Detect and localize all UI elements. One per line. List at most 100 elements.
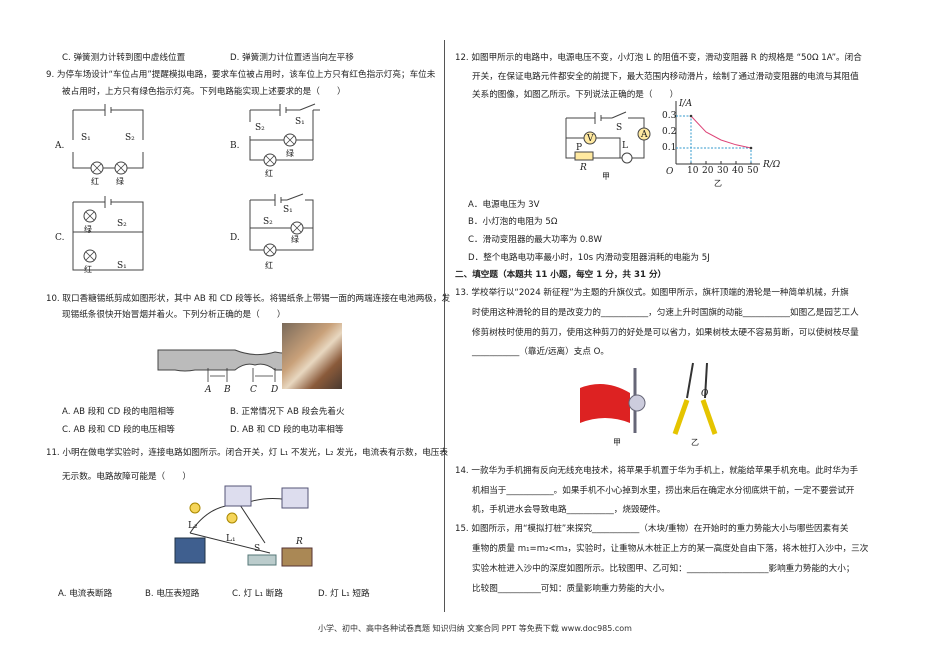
voltmeter-label: V <box>586 134 594 144</box>
q14-text-3: 机，手机进水会导致电路___________，烧毁硬件。 <box>472 505 666 515</box>
switch-label: S <box>616 123 622 133</box>
ammeter-label: A <box>640 130 648 140</box>
q13-text-1: 13. 学校举行以“2024 新征程”为主题的升旗仪式。如图甲所示，旗杆顶端的滑… <box>455 288 849 298</box>
q14-text-1: 14. 一款华为手机拥有反向无线充电技术，将苹果手机置于华为手机上，就能给苹果手… <box>455 466 859 476</box>
lamp-label: L <box>622 141 628 151</box>
y-tick-label: 0.2 <box>662 127 676 137</box>
q11-text-1: 11. 小明在做电学实验时，连接电路如图所示。闭合开关，灯 L₁ 不发光，L₂ … <box>46 448 448 458</box>
q10-option-a: A. AB 段和 CD 段的电阻相等 <box>62 407 175 417</box>
q8-option-c: C. 弹簧测力计转到图中虚线位置 <box>62 53 186 63</box>
data-point <box>689 114 693 118</box>
q12-text-1: 12. 如图甲所示的电路中，电源电压不变，小灯泡 L 的阻值不变，滑动变阻器 R… <box>455 53 862 63</box>
slider-label: P <box>576 143 582 153</box>
q12-option-d: D．整个电路电功率最小时，10s 内滑动变阻器消耗的电能为 5J <box>468 253 710 263</box>
q13-flag-and-shears-figure: O 甲 乙 <box>580 362 718 447</box>
resistor-label-r: R <box>295 537 303 547</box>
x-tick-label: 40 <box>732 166 744 176</box>
q9-text-1: 9. 为停车场设计“车位占用”提醒模拟电路，要求车位被占用时，该车位上方只有红色… <box>46 70 436 80</box>
column-divider <box>444 40 445 612</box>
q11-option-a: A. 电流表断路 <box>58 589 113 599</box>
switch-label-s: S <box>254 544 260 554</box>
data-point <box>749 146 753 150</box>
q9-label-d: D. <box>230 233 240 243</box>
lamp-label: 绿 <box>286 149 294 158</box>
figure-caption-jia: 甲 <box>613 438 621 447</box>
q11-option-c: C. 灯 L₁ 断路 <box>232 589 283 599</box>
q13-text-3: 修剪树枝时使用的剪刀，使用这种剪刀的好处是可以省力，如果树枝太硬不容易剪断，可以… <box>472 328 859 338</box>
q14-text-2: 机相当于___________。如果手机不小心掉到水里，捞出来后在确定水分彻底烘… <box>472 486 855 496</box>
x-tick-label: 10 <box>687 166 699 176</box>
flag-image <box>580 384 630 423</box>
q8-option-d: D. 弹簧测力计位置适当向左平移 <box>230 53 354 63</box>
chart-axes <box>675 101 760 165</box>
lamp-label: 绿 <box>291 235 299 244</box>
tin-foil-figure: A B C D <box>157 349 311 395</box>
lamp-label: 绿 <box>84 225 92 234</box>
y-tick-label: 0.1 <box>662 143 676 153</box>
figure-caption-yi: 乙 <box>691 438 699 447</box>
q10-option-c: C. AB 段和 CD 段的电压相等 <box>62 425 175 435</box>
burning-foil-photo <box>282 323 342 389</box>
lamp-label: 红 <box>84 264 92 274</box>
point-label-a: A <box>204 385 212 395</box>
lamp-label-l2: L₂ <box>188 521 198 531</box>
q11-option-d: D. 灯 L₁ 短路 <box>318 589 370 599</box>
q11-circuit-photo: L₂ L₁ S R <box>174 485 313 567</box>
q9-label-b: B. <box>230 141 240 151</box>
q10-text-1: 10. 取口香糖锡纸剪成如图形状，其中 AB 和 CD 段等长。将锡纸条上带锡一… <box>46 294 451 304</box>
point-label-d: D <box>270 385 278 395</box>
pivot-label-o: O <box>701 389 709 399</box>
lamp-label: 绿 <box>116 177 124 186</box>
q11-option-b: B. 电压表短路 <box>145 589 200 599</box>
q13-text-4: ___________（靠近/远离）支点 O。 <box>472 347 610 357</box>
switch-label: S₂ <box>263 217 273 227</box>
switch-label: S₂ <box>117 219 127 229</box>
switch-label: S₁ <box>81 133 91 143</box>
rheostat-label: R <box>579 163 587 173</box>
q12-option-c: C．滑动变阻器的最大功率为 0.8W <box>468 235 603 245</box>
switch-label: S₁ <box>117 261 127 271</box>
q15-text-4: 比较图__________可知：质量影响重力势能的大小。 <box>472 584 670 594</box>
switch-label: S₁ <box>283 205 293 215</box>
page-footer: 小学、初中、高中各种试卷真题 知识归纳 文案合同 PPT 等免费下载 www.d… <box>318 624 632 633</box>
q13-text-2: 时使用这种滑轮的目的是改变力的___________，匀速上升时国旗的动能___… <box>472 308 859 318</box>
x-axis-label: R/Ω <box>762 160 781 170</box>
x-tick-label: 50 <box>747 166 759 176</box>
q12-text-2: 开关，在保证电路元件都安全的前提下，最大范围内移动滑片，绘制了通过滑动变阻器的电… <box>472 72 859 82</box>
figure-caption-yi: 乙 <box>714 179 722 188</box>
series-line <box>690 115 752 149</box>
q9-circuit-figures: A. B. C. D. S₁ S₂ 红 绿 S₂ S₁ 绿 红 绿 S₂ 红 S… <box>55 103 320 274</box>
switch-label: S₁ <box>295 117 305 127</box>
figure-caption-jia: 甲 <box>602 172 610 181</box>
origin-label: O <box>666 167 674 177</box>
lamp-label: 红 <box>265 260 273 270</box>
x-tick-label: 30 <box>717 166 729 176</box>
q15-text-2: 重物的质量 m₁=m₂<m₃，实验时，让重物从木桩正上方的某一高度处自由下落，将… <box>472 544 869 554</box>
q12-circuit-jia: V A S P L R 甲 <box>565 111 651 181</box>
q10-option-d: D. AB 和 CD 段的电功率相等 <box>230 425 344 435</box>
y-axis-label: I/A <box>678 99 693 109</box>
q15-text-3: 实验木桩进入沙中的深度如图所示。比较图甲、乙可知：_______________… <box>472 564 855 574</box>
q10-option-b: B. 正常情况下 AB 段会先着火 <box>230 407 345 417</box>
lamp-label-l1: L₁ <box>226 534 236 544</box>
point-label-c: C <box>250 385 257 395</box>
switch-label: S₂ <box>255 123 265 133</box>
q15-text-1: 15. 如图所示，用“模拟打桩”来探究___________（木块/重物）在开始… <box>455 524 849 534</box>
guide-line <box>676 147 752 164</box>
q11-text-2: 无示数。电路故障可能是（ ） <box>62 472 191 482</box>
q9-text-2: 被占用时，上方只有绿色指示灯亮。下列电路能实现上述要求的是（ ） <box>62 87 346 97</box>
q12-option-a: A．电源电压为 3V <box>468 200 540 210</box>
section-heading-fill-blank: 二、填空题（本题共 11 小题，每空 1 分，共 31 分） <box>455 270 667 280</box>
q12-option-b: B．小灯泡的电阻为 5Ω <box>468 217 558 227</box>
switch-label: S₂ <box>125 133 135 143</box>
y-tick-label: 0.3 <box>662 111 677 121</box>
lamp-label: 红 <box>91 176 99 186</box>
q10-text-2: 现锡纸条很快开始冒烟并着火。下列分析正确的是（ ） <box>62 310 286 320</box>
q12-text-3: 关系的图像，如图乙所示。下列说法正确的是（ ） <box>472 90 679 100</box>
q9-label-c: C. <box>55 233 65 243</box>
q9-label-a: A. <box>55 141 64 151</box>
point-label-b: B <box>223 385 231 395</box>
lamp-label: 红 <box>265 168 273 178</box>
